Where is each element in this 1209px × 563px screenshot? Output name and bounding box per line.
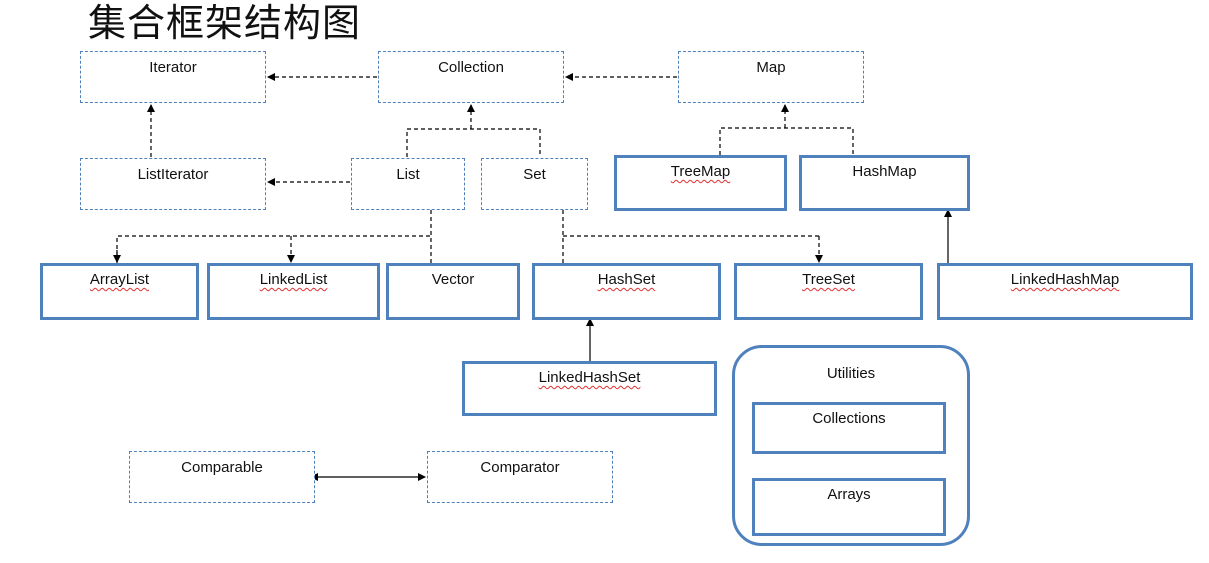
node-label: Comparable: [181, 459, 263, 476]
diagram-title: 集合框架结构图: [88, 1, 362, 45]
node-label: TreeSet: [802, 271, 855, 288]
node-list: List: [351, 158, 465, 210]
node-vector: Vector: [386, 263, 520, 320]
node-label: Collection: [438, 59, 504, 76]
node-linkedhashmap: LinkedHashMap: [937, 263, 1193, 320]
node-listiterator: ListIterator: [80, 158, 266, 210]
node-iterator: Iterator: [80, 51, 266, 103]
node-comparator: Comparator: [427, 451, 613, 503]
node-linkedhashset: LinkedHashSet: [462, 361, 717, 416]
node-label: LinkedList: [259, 271, 328, 288]
utilities-label: Utilities: [826, 365, 876, 382]
node-label: List: [396, 166, 420, 183]
node-label: Map: [756, 59, 786, 76]
node-label: Arrays: [827, 486, 871, 503]
node-collections: Collections: [752, 402, 946, 454]
node-hashmap: HashMap: [799, 155, 970, 211]
node-label: Vector: [431, 271, 475, 288]
edge-maps-map: [719, 127, 854, 155]
node-hashset: HashSet: [532, 263, 721, 320]
node-arraylist: ArrayList: [40, 263, 199, 320]
node-label: ArrayList: [89, 271, 150, 288]
node-label: HashMap: [852, 163, 917, 180]
node-label: Set: [523, 166, 546, 183]
edge-lists-list: [116, 235, 431, 263]
node-collection: Collection: [378, 51, 564, 103]
node-linkedlist: LinkedList: [207, 263, 380, 320]
node-arrays: Arrays: [752, 478, 946, 536]
node-label: LinkedHashMap: [1010, 271, 1120, 288]
node-map: Map: [678, 51, 864, 103]
node-treeset: TreeSet: [734, 263, 923, 320]
node-label: ListIterator: [137, 166, 209, 183]
node-label: Comparator: [480, 459, 560, 476]
node-treemap: TreeMap: [614, 155, 787, 211]
node-label: Iterator: [149, 59, 197, 76]
node-label: LinkedHashSet: [538, 369, 641, 386]
node-set: Set: [481, 158, 588, 210]
node-label: TreeMap: [670, 163, 731, 180]
edge-list-set-collection: [406, 128, 541, 157]
node-label: Collections: [812, 410, 886, 427]
node-comparable: Comparable: [129, 451, 315, 503]
node-label: HashSet: [597, 271, 656, 288]
